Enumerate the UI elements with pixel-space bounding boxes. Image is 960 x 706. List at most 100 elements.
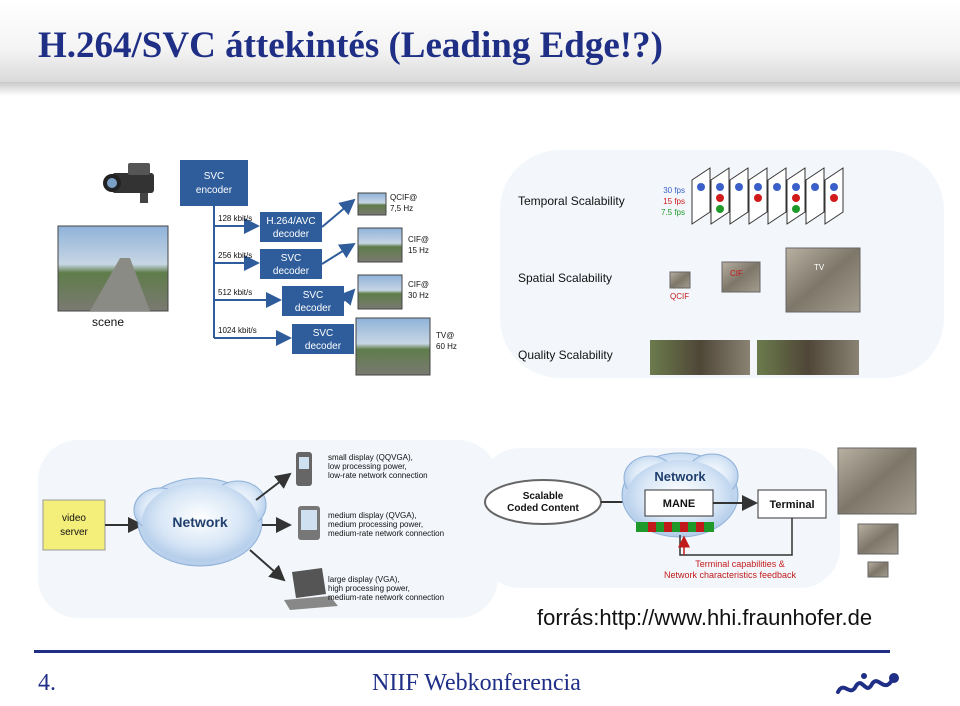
quality-image-1	[650, 340, 750, 375]
niif-logo-icon	[836, 673, 899, 694]
temporal-frame	[729, 167, 749, 225]
decoder-1-label-2: decoder	[273, 229, 310, 240]
decoder-box-4: SVC decoder	[292, 324, 354, 354]
output-city-large	[837, 447, 917, 515]
temporal-frame-dot	[754, 194, 762, 202]
temporal-frame-dot	[811, 183, 819, 191]
temporal-frame-dot	[716, 194, 724, 202]
spatial-label-qcif: QCIF	[670, 292, 689, 301]
device-2-line-3: medium-rate network connection	[328, 529, 444, 538]
temporal-frame	[691, 167, 711, 225]
output-image-4	[355, 317, 431, 376]
packet-strip	[636, 522, 714, 532]
video-server-box: video server	[42, 499, 106, 551]
spatial-image-qcif	[669, 271, 691, 289]
temporal-frame-dot	[754, 183, 762, 191]
rate-label-3: 512 kbit/s	[218, 288, 252, 297]
device-3-line-2: high processing power,	[328, 584, 410, 593]
phone-icon	[296, 452, 312, 486]
slide-title: H.264/SVC áttekintés (Leading Edge!?)	[38, 25, 663, 66]
pda-icon	[298, 506, 320, 540]
terminal-label: Terminal	[769, 499, 814, 511]
terminal-box: Terminal	[757, 489, 827, 519]
footer-divider	[34, 650, 890, 653]
network-cloud-left: Network	[133, 477, 267, 567]
svc-diagram: scene SVC encoder 128 kbit/s 256 kbit/s …	[38, 150, 944, 618]
source-credit: forrás:http://www.hhi.fraunhofer.de	[537, 605, 873, 630]
output-label-1b: 7,5 Hz	[390, 204, 413, 213]
temporal-frame-dot	[716, 183, 724, 191]
output-label-2b: 15 Hz	[408, 246, 429, 255]
decoder-4-label-1: SVC	[313, 328, 334, 339]
output-image-2	[357, 227, 403, 263]
device-1-line-1: small display (QQVGA),	[328, 453, 413, 462]
output-label-4b: 60 Hz	[436, 342, 457, 351]
decoder-box-2: SVC decoder	[260, 249, 322, 279]
encoder-label-1: SVC	[204, 171, 225, 182]
fps-label-30: 30 fps	[663, 186, 685, 195]
spatial-image-tv	[785, 247, 861, 313]
device-3-line-1: large display (VGA),	[328, 575, 400, 584]
output-city-small	[867, 561, 889, 578]
quality-scalability-label: Quality Scalability	[518, 348, 613, 362]
feedback-line-2: Network characteristics feedback	[664, 570, 797, 580]
mane-box: MANE	[644, 489, 714, 517]
network-panel-left	[38, 440, 498, 618]
decoder-3-label-2: decoder	[295, 303, 332, 314]
quality-image-2	[757, 340, 859, 375]
camera-icon	[103, 163, 154, 203]
spatial-label-cif: CIF	[730, 269, 743, 278]
title-bar	[0, 0, 960, 82]
spatial-image-cif	[721, 261, 761, 293]
arrow-to-laptop	[249, 549, 286, 582]
scalable-content-line-1: Scalable	[523, 491, 564, 502]
decoder-3-label-1: SVC	[303, 290, 324, 301]
spatial-label-tv: TV	[814, 263, 825, 272]
network-label-left: Network	[172, 514, 227, 530]
output-image-3	[357, 274, 403, 310]
temporal-scalability-label: Temporal Scalability	[518, 194, 625, 208]
decoder-box-3: SVC decoder	[282, 286, 344, 316]
device-2-line-2: medium processing power,	[328, 520, 423, 529]
temporal-frame	[767, 167, 787, 225]
title-shadow	[0, 82, 960, 96]
svc-encoder-box: SVC encoder	[180, 160, 248, 206]
server-label-2: server	[60, 527, 88, 538]
scalable-content-ellipse: Scalable Coded Content	[484, 479, 602, 525]
bitrate-tree	[213, 206, 292, 346]
laptop-icon	[284, 568, 338, 610]
temporal-frames	[691, 167, 844, 225]
decoder-4-label-2: decoder	[305, 341, 342, 352]
scalable-content-line-2: Coded Content	[507, 503, 579, 514]
decoder-2-label-1: SVC	[281, 253, 302, 264]
output-label-1a: QCIF@	[390, 193, 417, 202]
output-city-medium	[857, 523, 899, 555]
temporal-frame-dot	[830, 183, 838, 191]
output-label-3b: 30 Hz	[408, 291, 429, 300]
device-2-line-1: medium display (QVGA),	[328, 511, 416, 520]
rate-label-1: 128 kbit/s	[218, 214, 252, 223]
feedback-line-1: Terminal capabilities &	[695, 559, 785, 569]
output-label-2a: CIF@	[408, 235, 429, 244]
temporal-frame-dot	[773, 183, 781, 191]
temporal-frame	[805, 167, 825, 225]
device-1-line-2: low processing power,	[328, 462, 407, 471]
arrow-to-phone	[255, 472, 292, 501]
mane-label: MANE	[663, 498, 695, 510]
footer-event-name: NIIF Webkonferencia	[372, 670, 581, 696]
spatial-scalability-label: Spatial Scalability	[518, 271, 612, 285]
decoder-box-1: H.264/AVC decoder	[260, 212, 322, 242]
fps-label-15: 15 fps	[663, 197, 685, 206]
temporal-frame-dot	[792, 183, 800, 191]
device-1-line-3: low-rate network connection	[328, 471, 428, 480]
scene-image	[57, 225, 169, 312]
encoder-label-2: encoder	[196, 185, 233, 196]
output-label-4a: TV@	[436, 331, 454, 340]
rate-label-4: 1024 kbit/s	[218, 326, 257, 335]
temporal-frame-dot	[697, 183, 705, 191]
rate-label-2: 256 kbit/s	[218, 251, 252, 260]
output-label-3a: CIF@	[408, 280, 429, 289]
temporal-frame-dot	[735, 183, 743, 191]
temporal-frame-dot	[792, 205, 800, 213]
decoder-2-label-2: decoder	[273, 266, 310, 277]
